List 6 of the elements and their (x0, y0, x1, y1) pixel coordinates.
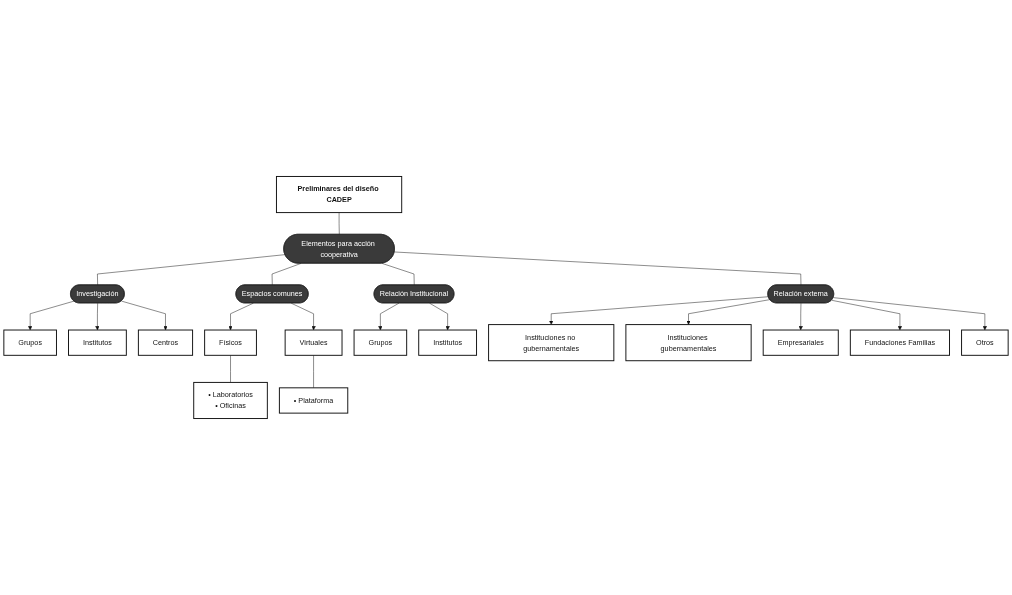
connector (381, 263, 415, 286)
connector (97, 254, 286, 286)
connector (230, 355, 231, 383)
connector (338, 212, 340, 235)
connector (313, 355, 314, 389)
connector (394, 251, 802, 286)
